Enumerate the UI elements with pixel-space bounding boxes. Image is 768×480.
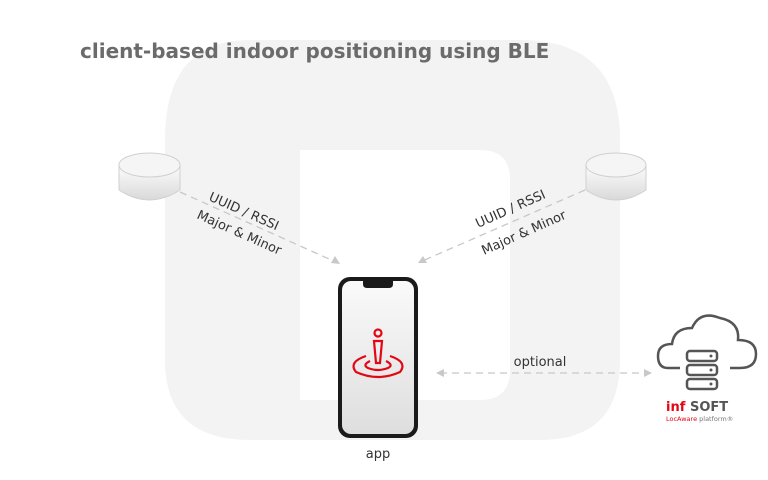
arrowhead-icon: [436, 369, 444, 377]
app-label: app: [366, 447, 390, 462]
page-title: client-based indoor positioning using BL…: [80, 39, 549, 63]
location-pin-icon: [352, 328, 404, 379]
left-beacon-icon: [118, 152, 181, 201]
left-signal-arrow: [179, 191, 339, 264]
watermark-logo: [165, 40, 620, 440]
smartphone-icon: [338, 277, 418, 438]
svg-text:SOFT: SOFT: [690, 400, 728, 415]
svg-text:LocAware platform®: LocAware platform®: [666, 415, 733, 423]
optional-label: optional: [514, 355, 567, 370]
arrowhead-icon: [331, 256, 340, 264]
right-signal-arrow: [419, 189, 586, 263]
infsoft-logo: inf SOFT LocAware platform®: [666, 400, 733, 423]
cloud-server-icon: [656, 314, 758, 391]
arrowhead-icon: [418, 256, 427, 263]
svg-text:inf: inf: [666, 400, 686, 415]
right-beacon-icon: [585, 152, 647, 201]
arrowhead-icon: [644, 369, 652, 377]
